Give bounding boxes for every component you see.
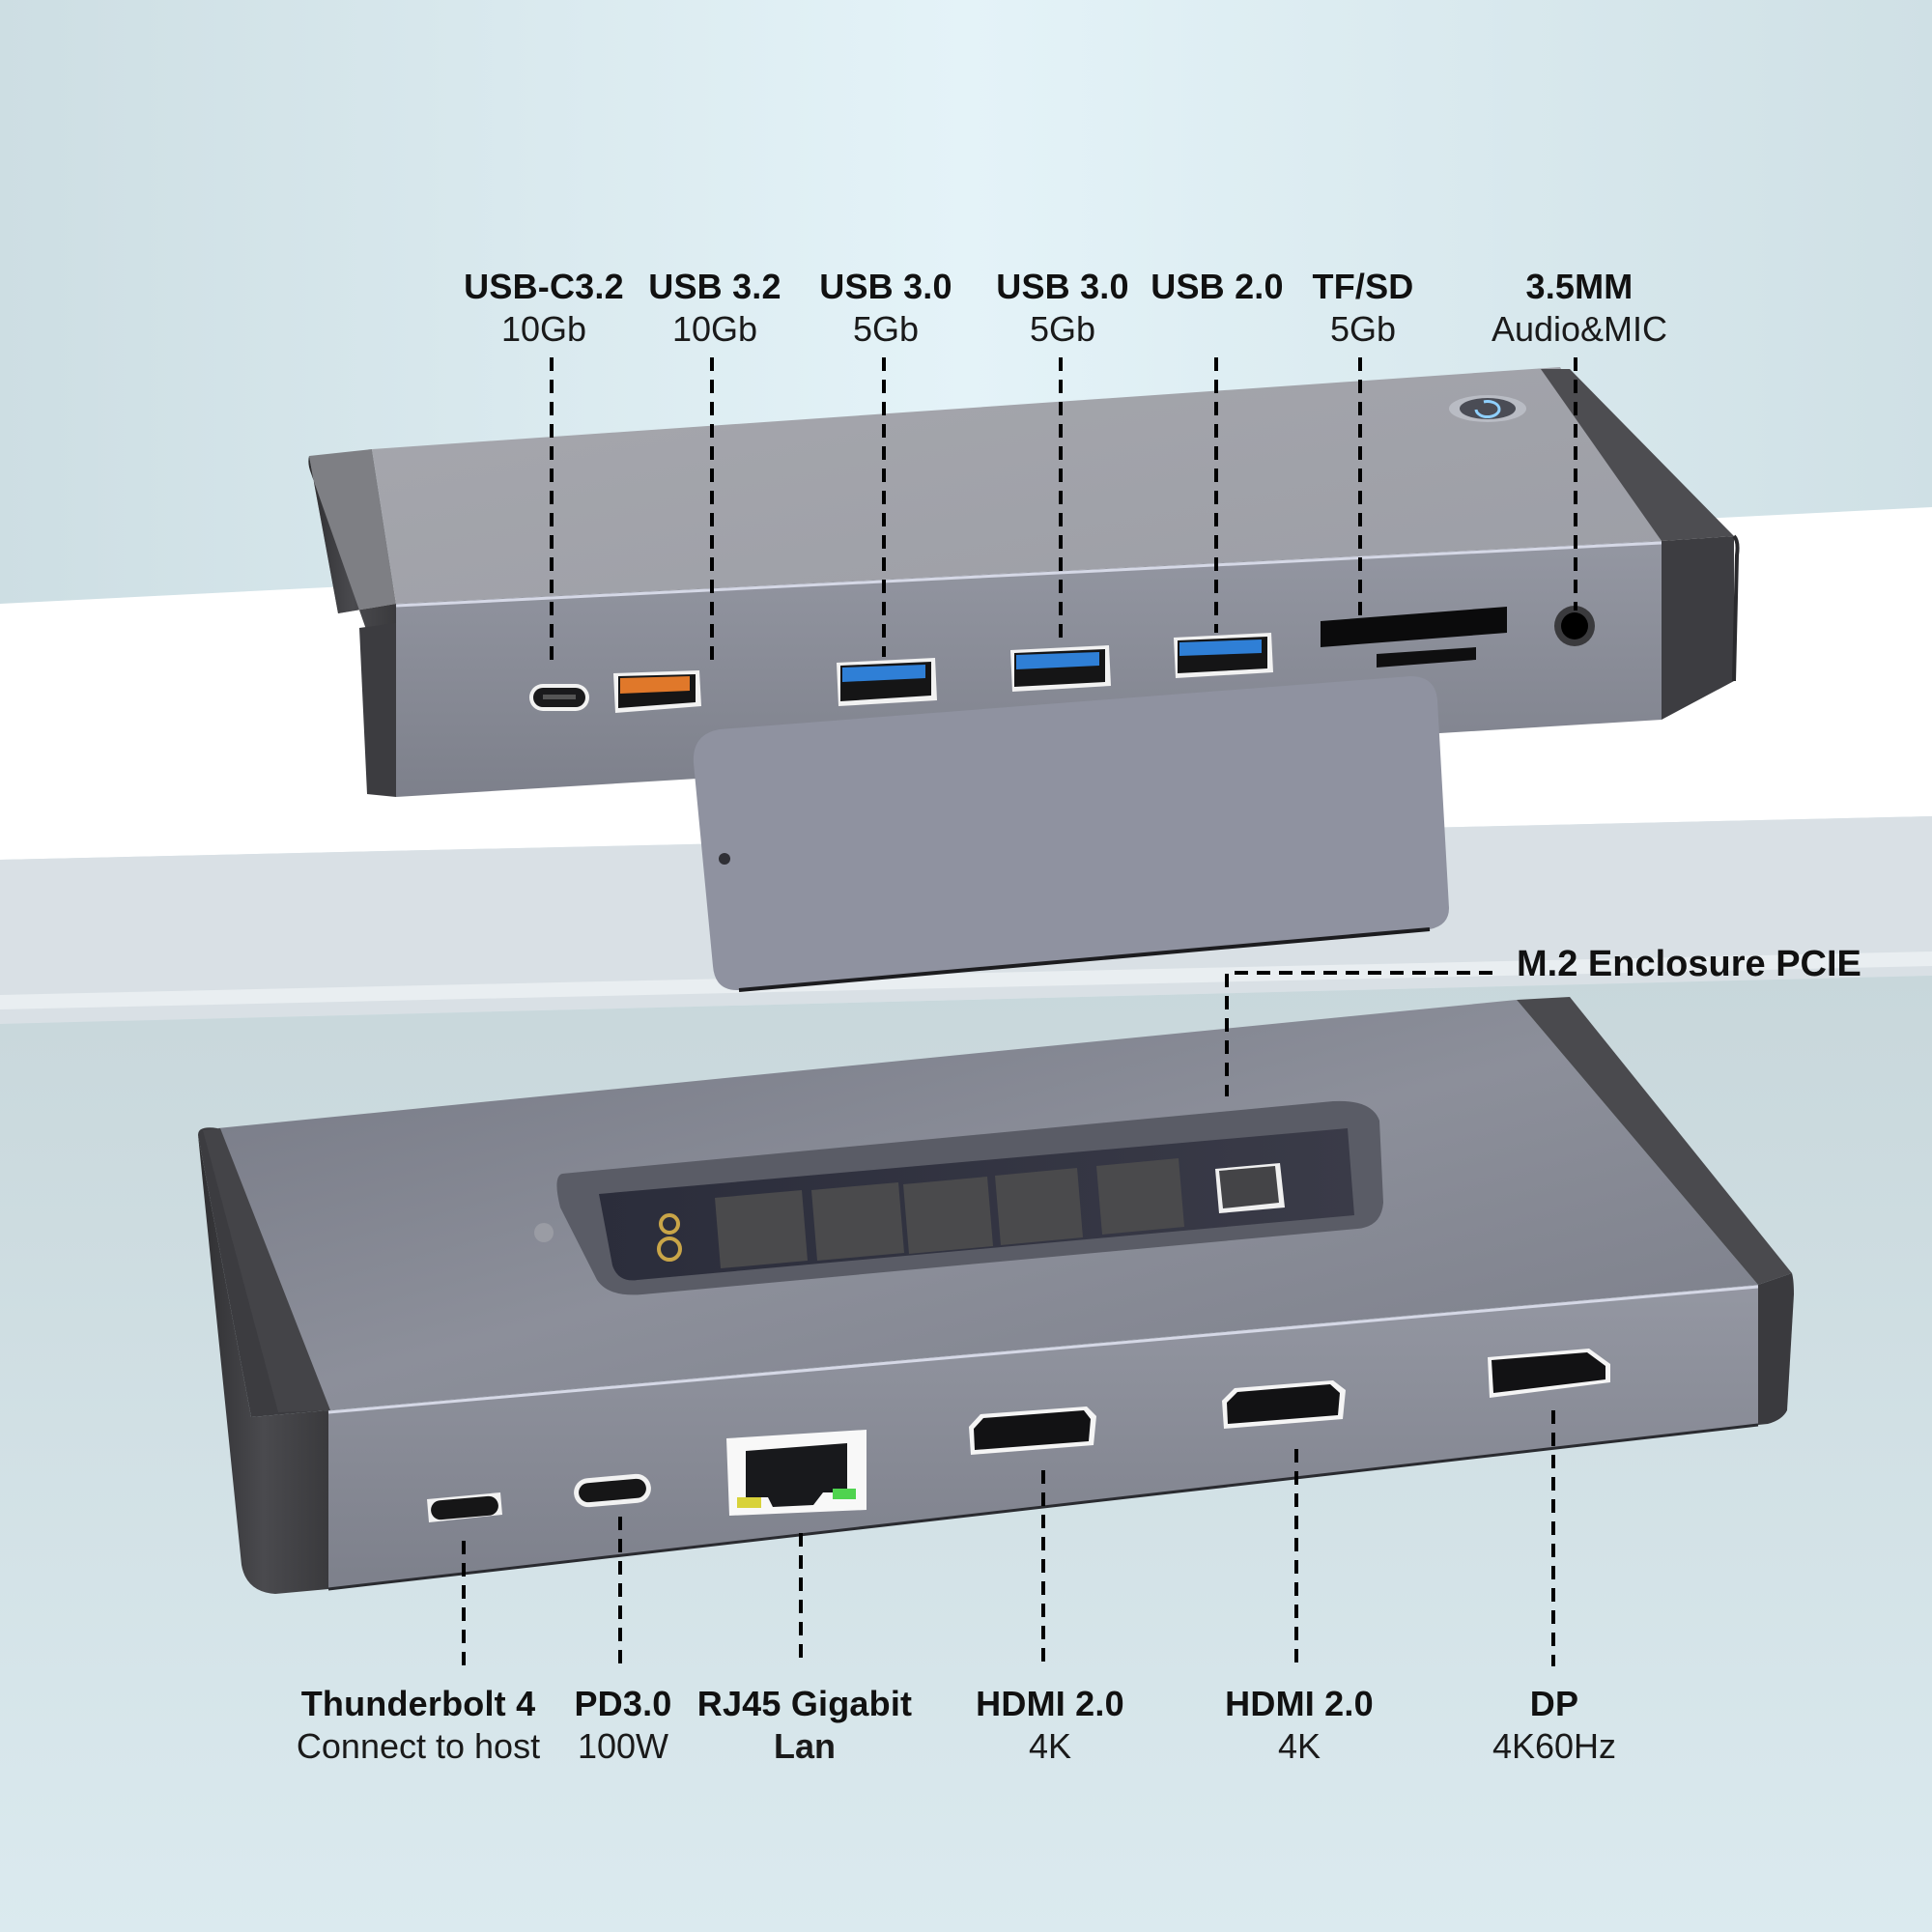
label-usb30-a: USB 3.0 5Gb xyxy=(819,266,952,351)
label-title: DP xyxy=(1529,1684,1579,1723)
label-subtitle: 4K xyxy=(1028,1726,1072,1766)
label-title: USB 2.0 xyxy=(1151,267,1284,306)
leader-lines xyxy=(462,357,1577,1666)
label-title: USB 3.2 xyxy=(648,267,781,306)
label-title: USB 3.0 xyxy=(996,267,1129,306)
usb-c32-port[interactable] xyxy=(529,684,589,711)
label-subtitle: 10Gb xyxy=(500,309,587,349)
rj45-port[interactable] xyxy=(726,1430,867,1516)
label-usb32: USB 3.2 10Gb xyxy=(648,266,781,351)
label-dp: DP 4K60Hz xyxy=(1492,1683,1616,1768)
m2-ssd-bay xyxy=(534,1100,1383,1295)
lan-led-yellow xyxy=(737,1497,761,1508)
label-title: HDMI 2.0 xyxy=(976,1684,1124,1723)
lan-led-green xyxy=(833,1489,856,1499)
label-audio: 3.5MM Audio&MIC xyxy=(1492,266,1667,351)
label-title: TF/SD xyxy=(1312,267,1414,306)
bottom-dock-device xyxy=(198,997,1794,1594)
label-pd30: PD3.0 100W xyxy=(574,1683,671,1768)
label-subtitle: 10Gb xyxy=(671,309,758,349)
label-subtitle: Audio&MIC xyxy=(1491,309,1668,349)
usb32-port[interactable] xyxy=(613,670,701,713)
label-usb20: USB 2.0 xyxy=(1151,266,1283,308)
label-subtitle: 4K xyxy=(1277,1726,1321,1766)
thunderbolt4-port[interactable] xyxy=(427,1492,502,1522)
label-tfsd: TF/SD 5Gb xyxy=(1313,266,1414,351)
label-usb30-b: USB 3.0 5Gb xyxy=(996,266,1128,351)
label-subtitle: Connect to host xyxy=(296,1726,541,1766)
label-title: Thunderbolt 4 xyxy=(300,1684,536,1723)
power-button[interactable] xyxy=(1449,395,1526,422)
label-title: 3.5MM xyxy=(1525,267,1634,306)
label-subtitle: 5Gb xyxy=(1029,309,1096,349)
hdmi-b-port[interactable] xyxy=(1222,1380,1346,1429)
audio-jack-port[interactable] xyxy=(1554,606,1595,646)
displayport-port[interactable] xyxy=(1488,1349,1610,1398)
label-subtitle: Lan xyxy=(773,1726,836,1766)
label-hdmi-b: HDMI 2.0 4K xyxy=(1225,1683,1374,1768)
label-title: RJ45 Gigabit xyxy=(696,1684,913,1723)
label-title: PD3.0 xyxy=(574,1684,672,1723)
tfsd-card-slot[interactable] xyxy=(1321,607,1507,668)
label-thunderbolt4: Thunderbolt 4 Connect to host xyxy=(297,1683,540,1768)
hdmi-a-port[interactable] xyxy=(969,1406,1096,1455)
power-icon xyxy=(1474,400,1501,419)
label-title: HDMI 2.0 xyxy=(1225,1684,1374,1723)
usb30-a-port[interactable] xyxy=(837,658,937,706)
label-m2-enclosure: M.2 Enclosure PCIE xyxy=(1517,944,1861,984)
label-rj45: RJ45 Gigabit Lan xyxy=(697,1683,912,1768)
label-title: USB 3.0 xyxy=(819,267,952,306)
usb20-port[interactable] xyxy=(1174,633,1273,678)
label-usb-c32: USB-C3.2 10Gb xyxy=(464,266,624,351)
usb30-b-port[interactable] xyxy=(1010,645,1111,692)
label-subtitle: 100W xyxy=(577,1726,669,1766)
label-title: USB-C3.2 xyxy=(464,267,624,306)
label-hdmi-a: HDMI 2.0 4K xyxy=(976,1683,1124,1768)
label-subtitle: 4K60Hz xyxy=(1492,1726,1617,1766)
label-subtitle: 5Gb xyxy=(852,309,920,349)
label-subtitle: 5Gb xyxy=(1329,309,1397,349)
m2-enclosure-cover xyxy=(693,676,1449,992)
pd30-port[interactable] xyxy=(573,1473,652,1509)
